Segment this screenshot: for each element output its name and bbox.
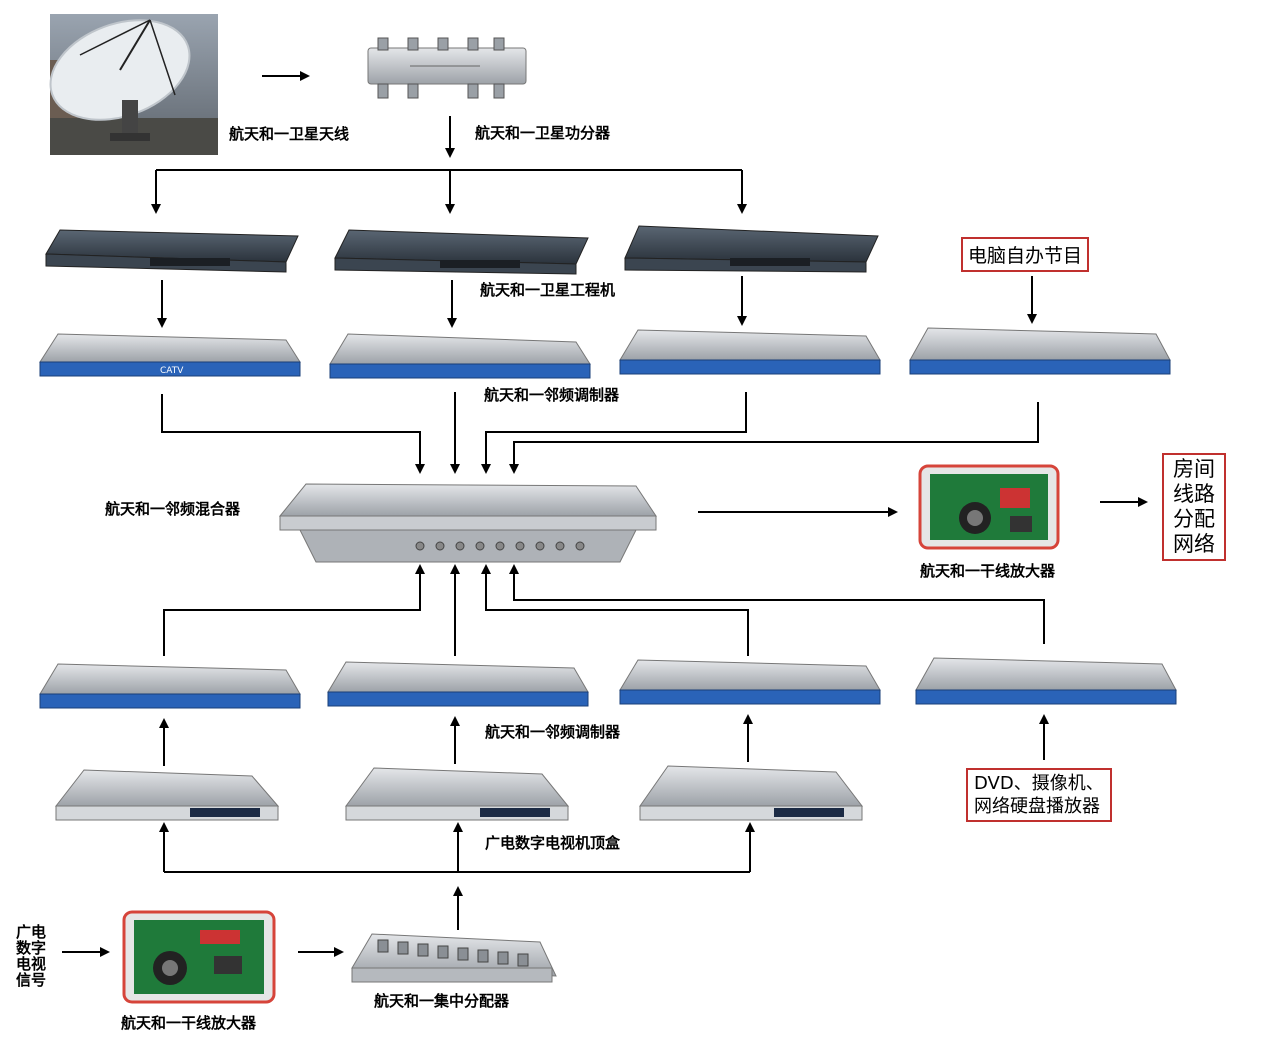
label-modulator-bottom: 航天和一邻频调制器 <box>485 723 621 741</box>
label-mixer: 航天和一邻频混合器 <box>105 500 241 518</box>
label-trunk-amp-bottom: 航天和一干线放大器 <box>121 1014 257 1032</box>
label-receiver: 航天和一卫星工程机 <box>480 281 616 299</box>
cable-signal-line-3: 电视 <box>16 955 47 973</box>
set-top-box-2 <box>345 767 570 821</box>
room-network-line-3: 分配 <box>1173 507 1215 531</box>
set-top-box-1 <box>54 769 280 821</box>
room-network-line-4: 网络 <box>1173 532 1215 556</box>
satellite-antenna-photo <box>49 14 218 155</box>
cable-signal-line-4: 信号 <box>16 971 47 989</box>
label-modulator-top: 航天和一邻频调制器 <box>484 386 620 404</box>
modulator-bottom-1 <box>39 663 301 709</box>
central-distributor-device <box>351 933 557 983</box>
satellite-receiver-2 <box>334 229 589 275</box>
cable-signal-line-2: 数字 <box>16 939 47 957</box>
pc-program-box: 电脑自办节目 <box>961 237 1090 272</box>
room-network-box: 房间 线路 分配 网络 <box>1162 453 1226 561</box>
modulator-top-4 <box>909 327 1171 375</box>
trunk-amplifier-right-device <box>918 464 1060 550</box>
room-network-line-1: 房间 <box>1173 457 1215 481</box>
label-stb: 广电数字电视机顶盒 <box>485 834 621 852</box>
channel-mixer-device <box>278 483 657 563</box>
label-trunk-amp-right: 航天和一干线放大器 <box>920 562 1056 580</box>
arrow-mod1-mixer <box>161 394 425 474</box>
label-distributor: 航天和一集中分配器 <box>374 992 510 1010</box>
arrow-bmod1-mixer <box>163 564 425 656</box>
arrow-mod3-mixer <box>481 392 747 474</box>
trunk-amplifier-bottom-device <box>122 910 276 1004</box>
arrow-mod4-mixer <box>509 402 1039 474</box>
modulator-bottom-2 <box>327 661 589 707</box>
satellite-splitter-device <box>367 37 527 99</box>
dvd-line-2: 网络硬盘播放器 <box>974 796 1100 817</box>
modulator-top-1: CATV <box>39 333 301 377</box>
cable-signal-label: 广电 数字 电视 信号 <box>16 924 50 988</box>
modulator-bottom-3 <box>619 659 881 705</box>
arrow-bmod3-mixer <box>481 564 749 656</box>
arrow-bmod4-mixer <box>509 564 1045 644</box>
pc-program-text: 电脑自办节目 <box>968 245 1083 267</box>
modulator-brand: CATV <box>160 366 184 376</box>
label-splitter: 航天和一卫星功分器 <box>475 124 611 142</box>
dvd-source-box: DVD、摄像机、 网络硬盘播放器 <box>966 768 1112 822</box>
modulator-top-2 <box>329 333 591 379</box>
modulator-bottom-4 <box>915 657 1177 705</box>
set-top-box-3 <box>639 765 864 821</box>
cable-signal-line-1: 广电 <box>16 923 47 941</box>
room-network-line-2: 线路 <box>1173 482 1215 506</box>
modulator-top-3 <box>619 329 881 375</box>
satellite-receiver-1 <box>45 229 299 273</box>
dvd-line-1: DVD、摄像机、 <box>974 773 1104 794</box>
satellite-receiver-3 <box>624 225 879 273</box>
connectors <box>62 71 1148 957</box>
label-antenna: 航天和一卫星天线 <box>229 125 350 143</box>
